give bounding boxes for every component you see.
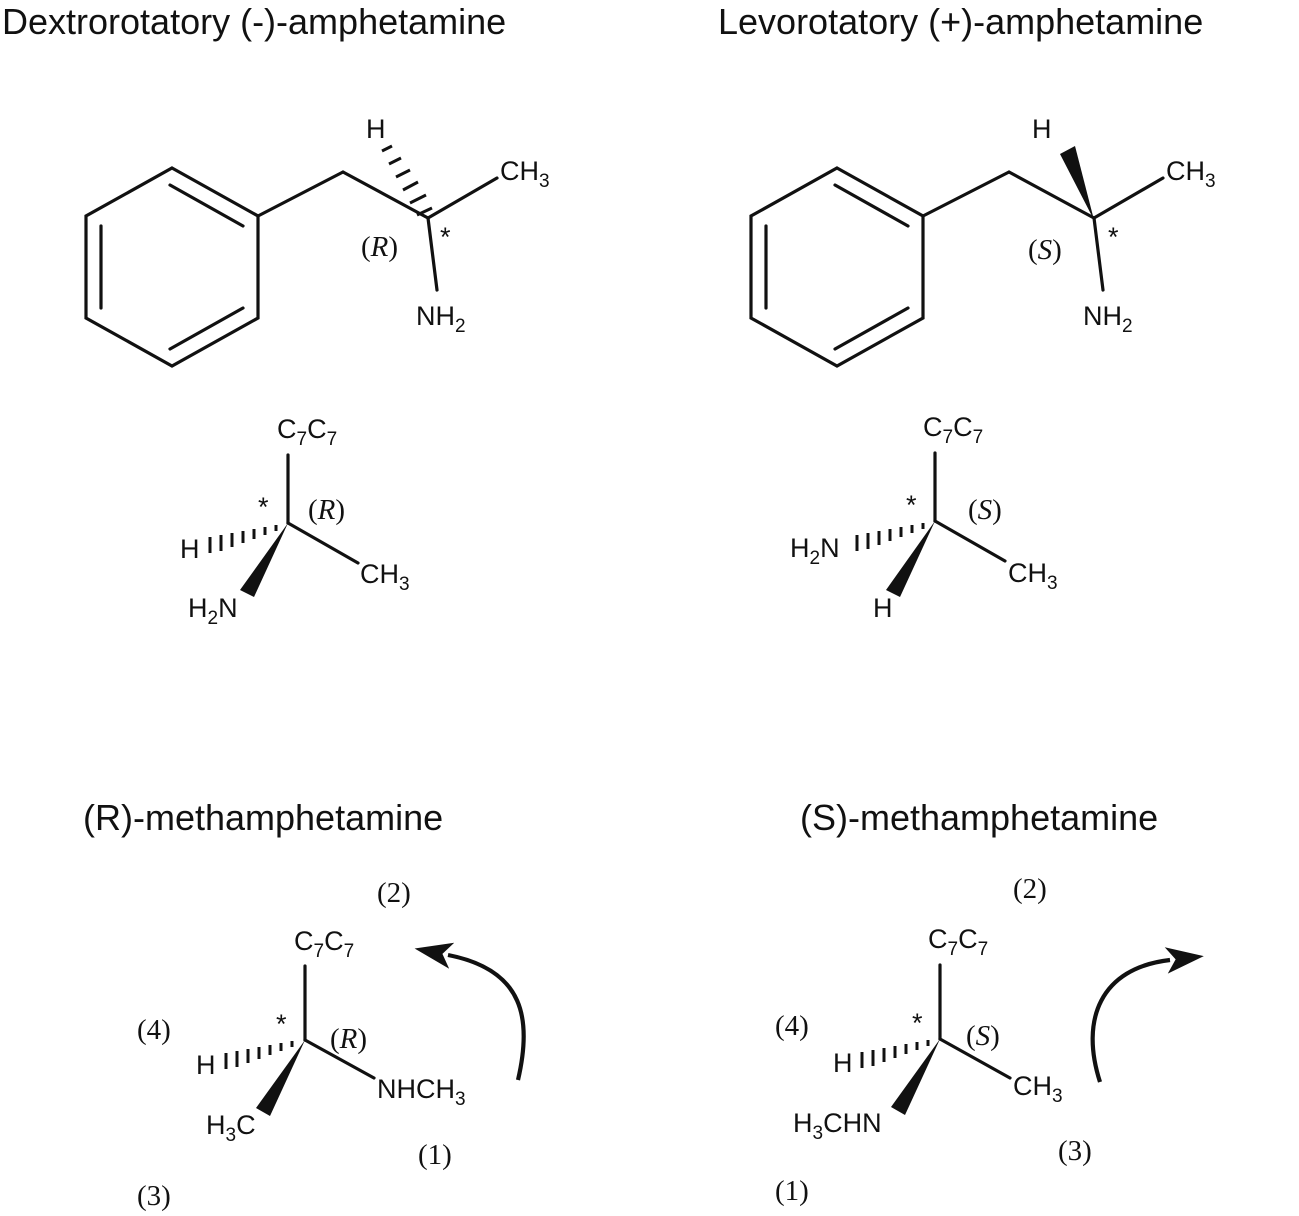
atom-h: H [180,534,200,564]
config-label-r: (R) [330,1023,367,1055]
priority-2: (2) [1013,873,1047,905]
wedge-bond-h [886,521,935,597]
hashed-bond-h [224,1041,294,1069]
priority-4: (4) [137,1014,171,1046]
atom-h: H [366,114,386,144]
atom-h3c: H3C [206,1110,256,1146]
hashed-bond-nh2 [855,523,925,551]
benzene-ring-right [749,166,925,368]
bond-chiral-ch3 [286,521,360,565]
config-label-r: (R) [361,231,398,263]
atom-nh2: NH2 [1083,301,1133,337]
chiral-star: * [276,1009,287,1039]
r-amphetamine-skeletal: H CH3 NH2 * (R) [84,114,550,368]
bond-ch2-chiral [1007,170,1096,220]
atom-ch3: CH3 [360,559,410,595]
priority-2: (2) [377,877,411,909]
atom-ch3: CH3 [1166,156,1216,192]
bond-chiral-ch3 [933,519,1007,563]
atom-h3chn: H3CHN [793,1108,882,1144]
atom-h2n: H2N [790,533,840,569]
atom-ch3: CH3 [500,156,550,192]
atom-nhch3: NHCH3 [377,1074,466,1110]
chiral-star: * [258,492,269,522]
chiral-star: * [906,490,917,520]
wedge-bond-ch3 [256,1040,305,1116]
bond-ch2-chiral [341,170,430,220]
bond-chiral-ch3 [426,176,499,220]
title-r-methamphetamine: (R)-methamphetamine [83,797,443,838]
atom-c7c7: C7C7 [928,924,988,960]
s-amphetamine-skeletal: H CH3 NH2 * (S) [749,114,1216,368]
hashed-bond-h [860,1040,930,1068]
bond-ring-ch2 [921,170,1011,218]
atom-ch3: CH3 [1008,558,1058,594]
bond-chiral-ch3 [1092,176,1165,220]
chiral-star: * [912,1008,923,1038]
bond-chiral-ch3 [938,1037,1012,1080]
title-dextro-amphetamine: Dextrorotatory (-)-amphetamine [2,1,506,42]
atom-h: H [196,1050,216,1080]
atom-c7c7: C7C7 [294,926,354,962]
priority-1: (1) [418,1139,452,1171]
wedge-bond-h [1060,146,1094,220]
hashed-bond-h [208,525,278,553]
chiral-star: * [1108,222,1119,252]
priority-3: (3) [1058,1135,1092,1167]
bond-chiral-nhch3 [303,1038,376,1080]
title-s-methamphetamine: (S)-methamphetamine [800,797,1158,838]
atom-h: H [873,593,893,623]
clockwise-arrow-icon [1090,947,1204,1083]
atom-c7c7: C7C7 [277,414,337,450]
wedge-bond-nhch3 [891,1039,940,1115]
s-methamphetamine-3d: (2) C7C7 (4) H CH3 H3CHN (3) (1) * (S) [775,873,1204,1207]
title-levo-amphetamine: Levorotatory (+)-amphetamine [718,1,1203,42]
r-amphetamine-3d: C7C7 H CH3 H2N * (R) [180,414,410,629]
config-label-r: (R) [308,494,345,526]
s-amphetamine-3d: C7C7 H2N CH3 H * (S) [790,412,1058,623]
bond-ring-ch2 [256,170,345,218]
atom-ch3: CH3 [1013,1071,1063,1107]
counterclockwise-arrow-icon [414,942,526,1081]
r-methamphetamine-3d: (2) C7C7 (4) H NHCH3 H3C (1) (3) * (R) [137,877,526,1212]
atom-h: H [833,1048,853,1078]
config-label-s: (S) [1028,234,1062,266]
bond-chiral-nh2 [1092,216,1105,292]
priority-3: (3) [137,1180,171,1212]
wedge-bond-nh2 [240,523,288,597]
chiral-star: * [440,222,451,252]
atom-nh2: NH2 [416,301,466,337]
bond-chiral-nh2 [426,216,439,292]
atom-c7c7: C7C7 [923,412,983,448]
atom-h2n: H2N [188,593,238,629]
atom-h: H [1032,114,1052,144]
priority-4: (4) [775,1010,809,1042]
config-label-s: (S) [968,494,1002,526]
benzene-ring-left [84,166,260,368]
hashed-bond-h [381,144,433,217]
config-label-s: (S) [966,1020,1000,1052]
priority-1: (1) [775,1175,809,1207]
